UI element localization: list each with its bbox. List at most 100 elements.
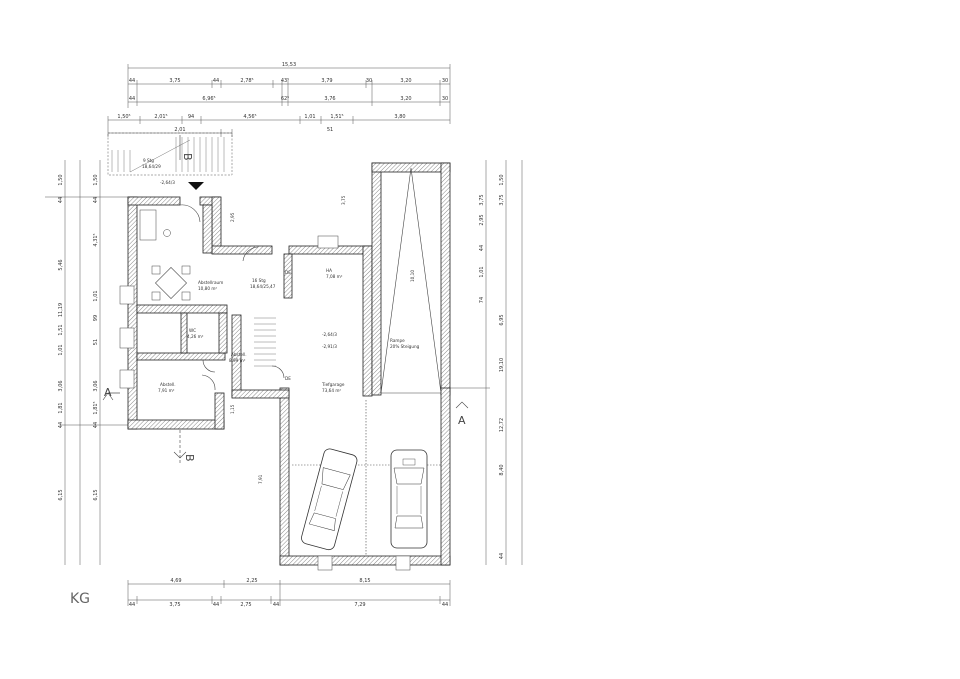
dim-row2-label: 3,20 [400, 96, 411, 102]
dim-bottom2-label: 7,29 [354, 602, 365, 608]
dim-left-outer-label: 1,50 [58, 174, 64, 185]
dim-left-outer-label: 1,81 [58, 402, 64, 413]
dim-row1-label: 30 [366, 78, 372, 84]
door-mark-a: DE [285, 270, 291, 275]
garage-floor-level: -2,91/3 [322, 344, 337, 349]
room-flur-name: Abstell. [231, 352, 247, 357]
room-wc-name: WC [189, 328, 196, 333]
section-a-right: A [458, 414, 466, 427]
dim-row1-label: 3,75 [169, 78, 180, 84]
dim-right-inner-label: 74 [479, 297, 485, 303]
dim-left-inner-label: 44 [93, 197, 99, 203]
dim-row3-label: 1,51⁵ [330, 114, 343, 120]
door-mark-b: DE [285, 376, 291, 381]
dim-left-inner-label: 99 [93, 315, 99, 321]
dim-row3-label: 1,01 [304, 114, 315, 120]
outer-stair-note: 18,64/29 [142, 164, 161, 169]
dim-right-inner-label: 2,95 [479, 214, 485, 225]
inner-dim-3: 10,10 [410, 270, 415, 282]
dim-bottom2-label: 44 [442, 602, 448, 608]
floor-label: KG [70, 591, 90, 607]
room-labels: Abstellraum 10,80 m² WC 4,26 m² Abstell.… [158, 195, 420, 484]
inner-dim-1: 3,75 [341, 195, 346, 205]
car-icon-right [390, 449, 428, 549]
dim-row1-label: 44 [213, 78, 219, 84]
entry-level: -2,64/3 [160, 180, 175, 185]
dim-row1-label: 2,78⁵ [240, 78, 253, 84]
dim-right-inner-label: 44 [479, 245, 485, 251]
section-marks: A A B B [102, 135, 469, 465]
dim-left-inner-label: 1,50 [93, 174, 99, 185]
dim-row2-label: 44 [129, 96, 135, 102]
dim-bottom2-label: 44 [273, 602, 279, 608]
dim-row1-label: 44 [129, 78, 135, 84]
stair-main-note: 18,64/25,47 [250, 284, 276, 289]
dim-row2-label: 62⁵ [281, 96, 289, 102]
dim-row1-label: 3,79 [321, 78, 332, 84]
dim-left-inner-label: 1,81⁵ [93, 401, 99, 414]
inner-dim-4: 7,91 [258, 474, 263, 484]
dim-left-inner-label: 6,15 [93, 489, 99, 500]
dim-right-outer-label: 6,95 [499, 314, 505, 325]
dim-left-outer-label: 5,46 [58, 259, 64, 270]
room-flur-area: 8,99 m² [229, 358, 246, 363]
car-icon-left [301, 448, 358, 551]
room-rampe-name: Rampe [390, 338, 405, 343]
room-keller-name: Abstell. [160, 382, 176, 387]
dim-row3-label: 1,50⁵ [117, 114, 130, 120]
dim-row2-label: 30 [442, 96, 448, 102]
dim-bottom1-label: 2,25 [246, 578, 257, 584]
dining-table-icon [151, 265, 191, 301]
building-walls [127, 162, 451, 566]
dim-bottom1-label: 8,15 [359, 578, 370, 584]
dim-right-outer-label: 3,75 [499, 194, 505, 205]
dim-left-outer-label: 3,06 [58, 380, 64, 391]
outer-stair-name: 9 Stg [143, 158, 154, 163]
dim-row1-label: 30 [442, 78, 448, 84]
dim-row2-label: 6,96⁵ [202, 96, 215, 102]
dim-left-outer-label: 1,51 [58, 324, 64, 335]
dim-left-outer-label: 11,19 [58, 303, 64, 317]
outer-staircase: 9 Stg 18,64/29 -2,64/3 [107, 132, 233, 190]
dim-left-inner-label: 3,06 [93, 380, 99, 391]
dim-top-row4-b: 51 [327, 127, 333, 133]
dim-left-outer-label: 44 [58, 422, 64, 428]
room-keller-area: 7,91 m² [158, 388, 175, 393]
dim-right-outer-label: 12,72 [499, 418, 505, 432]
room-ht-area: 7,08 m² [326, 274, 343, 279]
dim-right-outer-label: 8,40 [499, 464, 505, 475]
dim-left-inner-label: 1,01 [93, 290, 99, 301]
dim-bottom2-label: 2,75 [240, 602, 251, 608]
dim-bottom1-label: 4,69 [170, 578, 181, 584]
dim-right-inner-label: 1,01 [479, 266, 485, 277]
dim-top-overall: 15,53 [282, 62, 296, 68]
room-rampe-note: 20% Steigung [390, 344, 420, 349]
section-b-bottom: B [183, 454, 196, 462]
dim-left-outer-label: 6,15 [58, 489, 64, 500]
stair-main-name: 16 Stg [252, 278, 266, 283]
dim-top-row4-a: 2,01 [174, 127, 185, 133]
garage-level: -2,64/3 [322, 332, 337, 337]
entry-arrow-icon [188, 182, 204, 190]
dim-row3-label: 94 [188, 114, 194, 120]
dim-left-inner-label: 44 [93, 422, 99, 428]
dim-left-inner-label: 51 [93, 339, 99, 345]
dim-row3-label: 3,80 [394, 114, 405, 120]
section-a-left: A [104, 386, 112, 399]
room-wc-area: 4,26 m² [187, 334, 204, 339]
dim-row3-label: 4,56⁵ [243, 114, 256, 120]
room-garage-name: Tiefgarage [321, 382, 345, 387]
dim-left-inner-label: 4,31⁵ [93, 233, 99, 246]
dim-bottom2-label: 44 [129, 602, 135, 608]
dim-row2-label: 3,76 [324, 96, 335, 102]
dim-right-inner-label: 3,75 [479, 194, 485, 205]
dim-right-outer-label: 19,10 [499, 358, 505, 372]
dim-row3-label: 2,01⁵ [154, 114, 167, 120]
inner-dim-2: 2,95 [230, 212, 235, 222]
dim-bottom2-label: 3,75 [169, 602, 180, 608]
room-hobby-area: 10,80 m² [198, 286, 217, 291]
